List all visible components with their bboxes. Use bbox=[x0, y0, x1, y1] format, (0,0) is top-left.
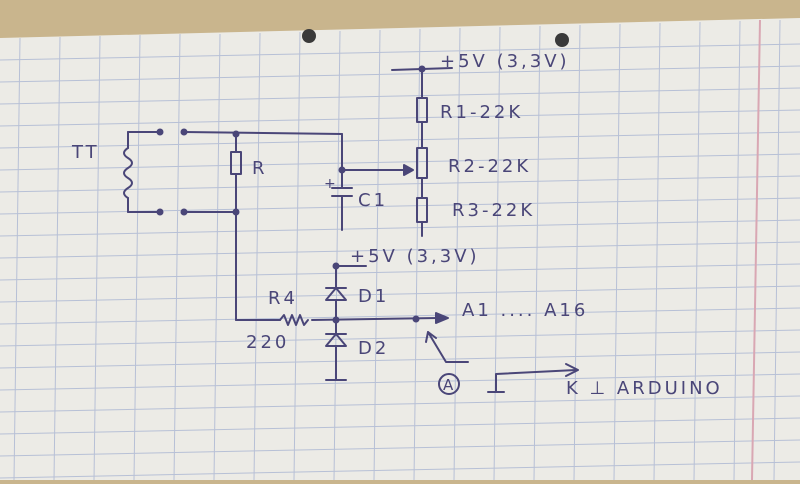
label-ground-note: K ⊥ ARDUINO bbox=[566, 378, 723, 399]
diode-stack bbox=[325, 262, 367, 381]
resistor-r4 bbox=[279, 314, 309, 326]
label-supply-top: +5V (3,3V) bbox=[440, 51, 570, 72]
label-r: R bbox=[252, 158, 268, 179]
label-output: A1 .... A16 bbox=[462, 300, 588, 321]
label-marker-a: A bbox=[443, 376, 454, 394]
notebook-paper bbox=[0, 18, 800, 481]
output-line bbox=[235, 312, 449, 326]
label-c1: C1 bbox=[358, 190, 388, 211]
label-r3: R3-22K bbox=[452, 200, 535, 221]
binder-hole bbox=[555, 33, 569, 47]
label-tt: TT bbox=[71, 142, 100, 163]
label-d2: D2 bbox=[358, 338, 389, 359]
margin-line bbox=[751, 19, 761, 481]
marker-leader bbox=[427, 331, 469, 363]
label-supply-d1: +5V (3,3V) bbox=[350, 246, 480, 267]
label-d1: D1 bbox=[358, 286, 389, 307]
capacitor-c1 bbox=[331, 133, 353, 231]
label-r1: R1-22K bbox=[440, 102, 523, 123]
label-r2: R2-22K bbox=[448, 156, 531, 177]
tt-sensor bbox=[123, 128, 164, 216]
ground-leader bbox=[495, 369, 577, 393]
wire-top bbox=[183, 131, 343, 135]
circuit bbox=[123, 65, 579, 395]
label-r4: R4 bbox=[268, 288, 298, 309]
ground-arrowhead bbox=[565, 363, 579, 377]
wiper-arrow bbox=[403, 164, 414, 176]
marker-a-circle bbox=[438, 373, 460, 395]
label-r4-value: 220 bbox=[246, 332, 289, 353]
marker-arrowhead bbox=[425, 331, 437, 343]
resistor-r bbox=[230, 130, 242, 321]
ruled-grid bbox=[0, 19, 800, 481]
labels: TT R +5V (3,3V) R1-22K R2-22K R3-22K + C… bbox=[71, 51, 723, 399]
label-c1-plus: + bbox=[324, 176, 339, 192]
divider-chain bbox=[391, 65, 453, 237]
binder-hole bbox=[302, 29, 316, 43]
